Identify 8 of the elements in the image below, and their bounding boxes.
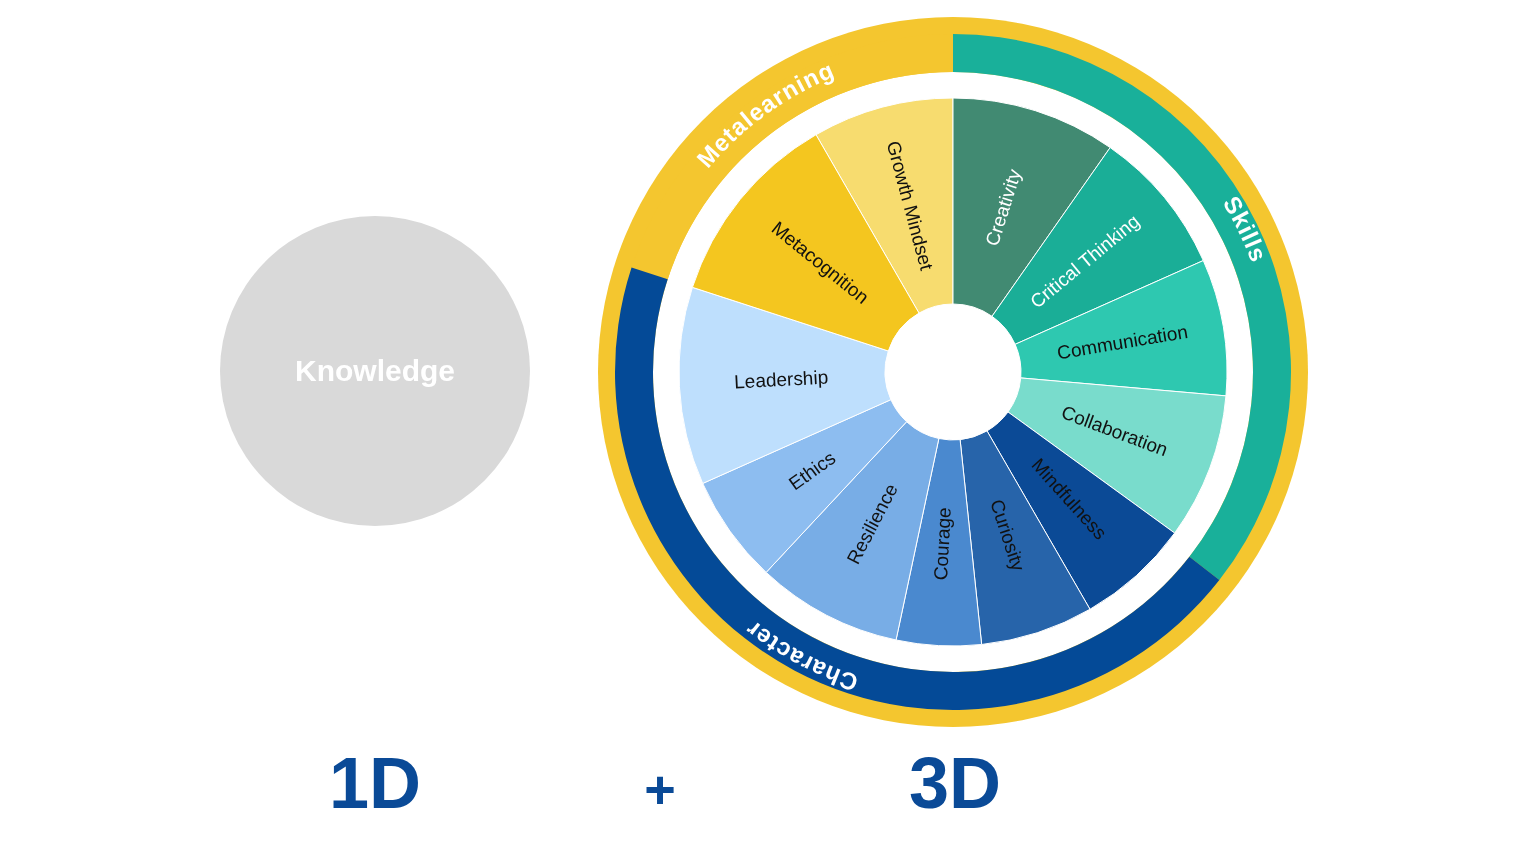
plus-sign: +	[644, 759, 676, 819]
segment-label: Leadership	[733, 366, 829, 393]
segment-label: Courage	[930, 506, 955, 581]
dimension-label: 1D	[329, 743, 421, 823]
segment-label: Communication	[1055, 320, 1190, 364]
segment-label: Growth Mindset	[882, 138, 938, 273]
segment-label: Curiosity	[986, 496, 1029, 574]
dimension-label: 3D	[909, 743, 1001, 823]
